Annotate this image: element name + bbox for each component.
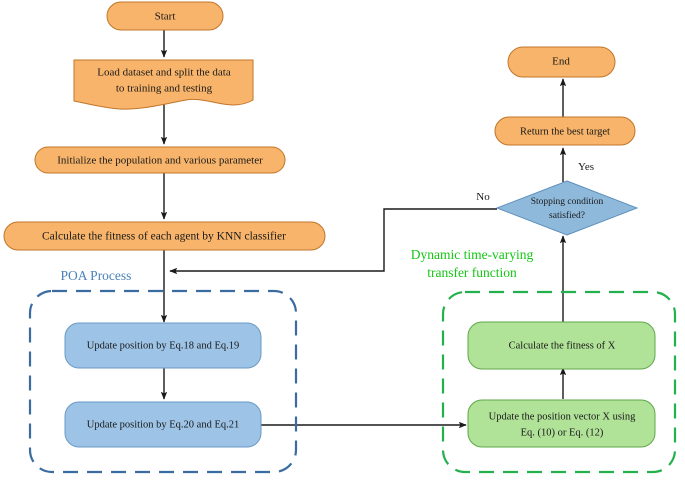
initialize-shape[interactable] bbox=[34, 146, 286, 174]
update-vector-x-label-line1: Update the position vector X using bbox=[489, 411, 636, 422]
return-best-shape[interactable] bbox=[494, 116, 636, 146]
start-shape[interactable] bbox=[106, 1, 224, 31]
load-dataset-shape[interactable] bbox=[73, 59, 254, 110]
node-update-position-eq18-eq19[interactable]: Update position by Eq.18 and Eq.19 bbox=[64, 322, 262, 369]
return-best-label: Return the best target bbox=[520, 126, 610, 137]
initialize-label: Initialize the population and various pa… bbox=[57, 155, 263, 167]
update-eq18-19-shape[interactable] bbox=[64, 322, 262, 369]
edge-label-no: No bbox=[476, 191, 490, 203]
end-label: End bbox=[552, 56, 570, 68]
stopping-condition-shape[interactable] bbox=[495, 180, 639, 236]
edge-stopping-no-feedback bbox=[169, 208, 497, 275]
node-update-position-vector-x[interactable]: Update the position vector X using Eq. (… bbox=[467, 399, 656, 448]
update-vector-x-label-line2: Eq. (10) or Eq. (12) bbox=[521, 427, 604, 438]
dtvt-label-line1: Dynamic time-varying bbox=[411, 247, 534, 262]
group-poa-process: POA Process bbox=[28, 268, 298, 474]
node-return-best-target[interactable]: Return the best target bbox=[494, 116, 636, 146]
update-eq20-21-shape[interactable] bbox=[64, 401, 262, 448]
node-calculate-fitness-x[interactable]: Calculate the fitness of X bbox=[467, 321, 656, 370]
load-dataset-label-line2: to training and testing bbox=[116, 83, 213, 95]
node-end[interactable]: End bbox=[507, 46, 616, 78]
node-start[interactable]: Start bbox=[106, 1, 224, 31]
node-stopping-condition[interactable]: Stopping condition satisfied? bbox=[495, 180, 639, 236]
stopping-condition-label-line2: satisfied? bbox=[549, 210, 585, 221]
dtvt-label-line2: transfer function bbox=[427, 265, 517, 280]
calc-fitness-x-shape[interactable] bbox=[467, 321, 656, 370]
group-dynamic-transfer-function: Dynamic time-varying transfer function bbox=[411, 247, 677, 474]
node-load-dataset[interactable]: Load dataset and split the data to train… bbox=[73, 59, 254, 110]
calc-fitness-x-label: Calculate the fitness of X bbox=[509, 340, 616, 351]
poa-process-dashed-border bbox=[28, 289, 298, 474]
calc-fitness-knn-shape[interactable] bbox=[3, 221, 326, 251]
update-vector-x-shape[interactable] bbox=[467, 399, 656, 448]
node-update-position-eq20-eq21[interactable]: Update position by Eq.20 and Eq.21 bbox=[64, 401, 262, 448]
edge-label-yes: Yes bbox=[578, 161, 594, 173]
update-eq20-21-label: Update position by Eq.20 and Eq.21 bbox=[87, 419, 240, 430]
start-label: Start bbox=[155, 11, 176, 23]
edge-labels-layer: Yes No bbox=[476, 161, 594, 203]
update-eq18-19-label: Update position by Eq.18 and Eq.19 bbox=[87, 340, 240, 351]
calc-fitness-knn-label: Calculate the fitness of each agent by K… bbox=[42, 231, 286, 243]
node-calculate-fitness-knn[interactable]: Calculate the fitness of each agent by K… bbox=[3, 221, 326, 251]
end-shape[interactable] bbox=[507, 46, 616, 78]
load-dataset-label-line1: Load dataset and split the data bbox=[97, 67, 231, 79]
node-initialize-population[interactable]: Initialize the population and various pa… bbox=[34, 146, 286, 174]
stopping-condition-label-line1: Stopping condition bbox=[531, 197, 604, 207]
dtvt-dashed-border bbox=[441, 290, 677, 474]
poa-process-label: POA Process bbox=[61, 268, 132, 283]
